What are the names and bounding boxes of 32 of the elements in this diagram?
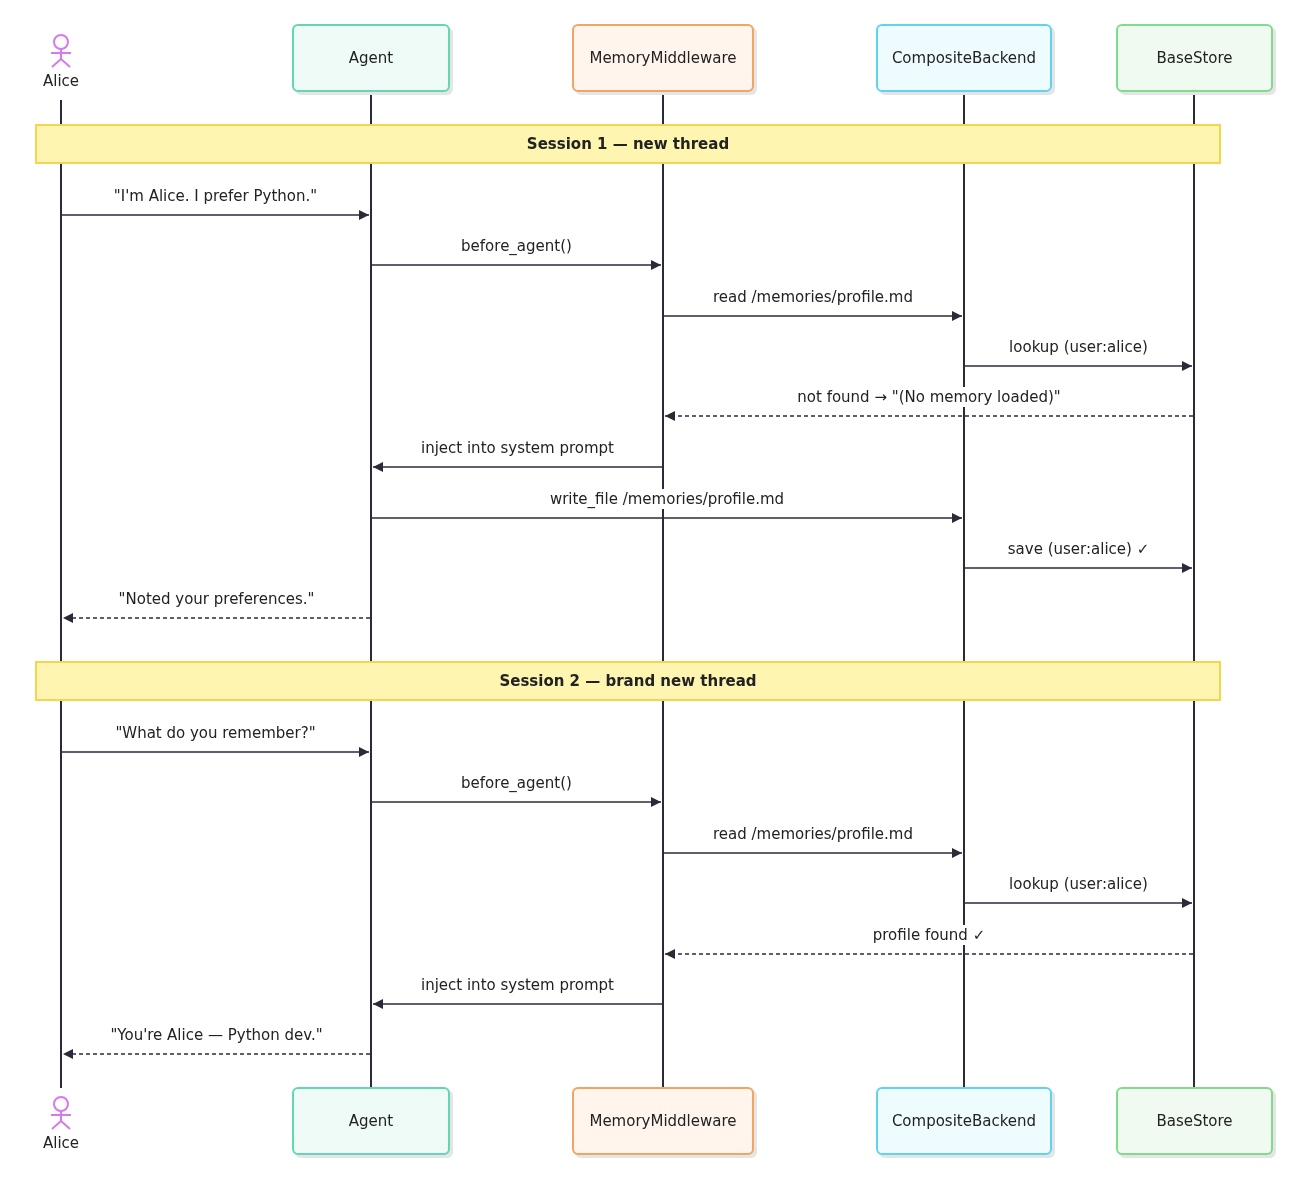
message-arrow <box>61 747 370 757</box>
lifeline <box>1193 92 1195 1087</box>
message-arrow <box>372 462 663 472</box>
actor-name: Alice <box>42 71 80 92</box>
session-band: Session 2 — brand new thread <box>35 661 1221 701</box>
session-band: Session 1 — new thread <box>35 124 1221 164</box>
lifeline <box>60 100 62 1088</box>
message-arrow <box>964 898 1193 908</box>
message-arrow <box>663 311 963 321</box>
message-arrow <box>964 563 1193 573</box>
message-arrow <box>62 613 371 623</box>
message-arrow <box>663 848 963 858</box>
participant-box: MemoryMiddleware <box>572 24 754 92</box>
participant-box: BaseStore <box>1116 24 1273 92</box>
message-arrow <box>371 513 963 523</box>
actor-name: Alice <box>42 1133 80 1154</box>
message-arrow <box>372 999 663 1009</box>
message-arrow <box>964 361 1193 371</box>
participant-box: MemoryMiddleware <box>572 1087 754 1155</box>
participant-box: BaseStore <box>1116 1087 1273 1155</box>
participant-box: CompositeBackend <box>876 24 1052 92</box>
message-arrow <box>371 797 662 807</box>
message-arrow <box>664 949 1194 959</box>
message-arrow <box>61 210 370 220</box>
lifeline <box>662 92 664 1087</box>
participant-box: Agent <box>292 1087 450 1155</box>
message-arrow <box>664 411 1194 421</box>
message-arrow <box>62 1049 371 1059</box>
participant-box: CompositeBackend <box>876 1087 1052 1155</box>
message-arrow <box>371 260 662 270</box>
participant-box: Agent <box>292 24 450 92</box>
lifeline <box>370 92 372 1087</box>
